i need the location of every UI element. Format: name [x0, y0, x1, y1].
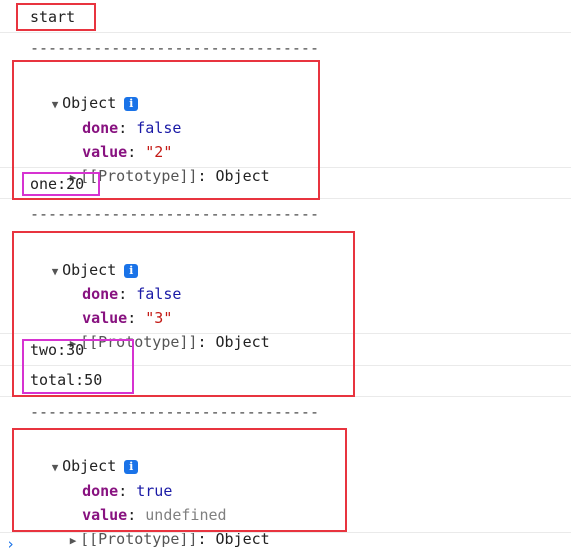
prototype-row-2[interactable]: ▶[[Prototype]]: Object [48, 306, 571, 351]
done-value: false [136, 119, 182, 137]
object-label: Object [62, 94, 117, 112]
prop-value-2: value: "3" [82, 309, 173, 327]
highlight-box-two-total [22, 339, 134, 394]
prop-done-2: done: false [82, 285, 182, 303]
log-start: start [30, 8, 76, 26]
prop-value-1: value: "2" [82, 143, 173, 161]
info-icon[interactable]: i [124, 264, 139, 278]
log-total: total:50 [30, 371, 103, 389]
log-one: one:20 [30, 175, 85, 193]
expand-triangle-icon[interactable]: ▼ [51, 265, 59, 278]
expand-triangle-icon[interactable]: ▼ [51, 98, 59, 111]
prototype-row-1[interactable]: ▶[[Prototype]]: Object [48, 140, 571, 185]
prop-done-3: done: true [82, 482, 173, 500]
info-icon[interactable]: i [124, 460, 139, 474]
highlight-box-one [22, 172, 100, 196]
separator-1: -------------------------------- [30, 39, 319, 57]
expand-triangle-icon[interactable]: ▶ [69, 534, 77, 547]
highlight-box-block-2 [12, 231, 355, 397]
separator-2: -------------------------------- [30, 205, 319, 223]
prototype-row-3[interactable]: ▶[[Prototype]]: Object [48, 503, 571, 548]
separator-3: -------------------------------- [30, 403, 319, 421]
prop-done-1: done: false [82, 119, 182, 137]
prop-value-3: value: undefined [82, 506, 227, 524]
highlight-box-block-3 [12, 428, 347, 532]
console-prompt-icon[interactable]: › [6, 535, 16, 553]
object-label: Object [62, 457, 117, 475]
expand-triangle-icon[interactable]: ▶ [69, 171, 77, 184]
expand-triangle-icon[interactable]: ▼ [51, 461, 59, 474]
value-value: "2" [145, 143, 173, 161]
expand-triangle-icon[interactable]: ▶ [69, 337, 77, 350]
value-value: undefined [145, 506, 227, 524]
log-two: two:30 [30, 341, 85, 359]
highlight-box-block-1 [12, 60, 320, 200]
value-value: "3" [145, 309, 173, 327]
done-value: true [136, 482, 173, 500]
highlight-box-start [16, 3, 96, 31]
object-label: Object [62, 261, 117, 279]
done-value: false [136, 285, 182, 303]
info-icon[interactable]: i [124, 97, 139, 111]
